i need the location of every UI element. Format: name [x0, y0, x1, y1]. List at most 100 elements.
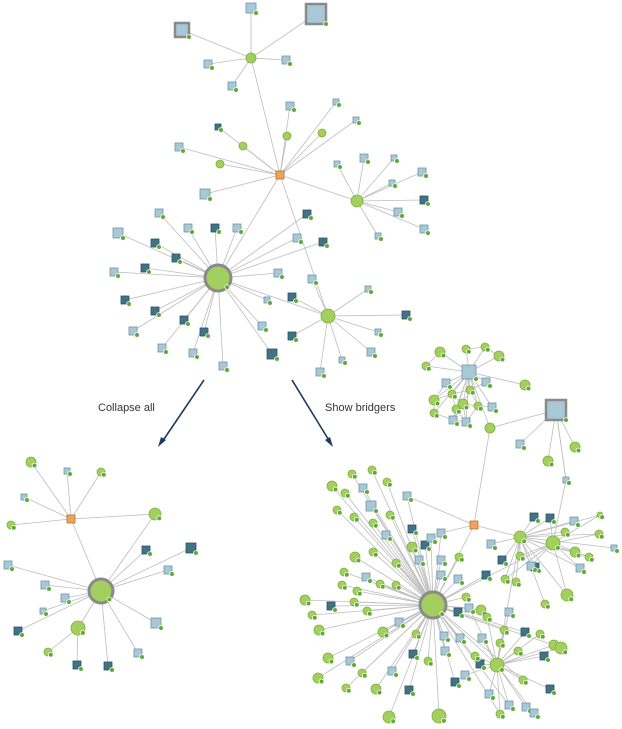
node-square[interactable] [103, 661, 113, 671]
node-square[interactable] [440, 646, 450, 656]
node-square[interactable] [40, 580, 50, 590]
node-square[interactable] [266, 348, 278, 360]
node-square[interactable] [109, 267, 119, 277]
node-square[interactable] [515, 439, 525, 449]
node-square[interactable] [141, 545, 151, 555]
node-square[interactable] [486, 539, 496, 549]
node-square[interactable] [112, 227, 124, 239]
node-circle[interactable] [484, 422, 496, 434]
node-square[interactable] [388, 179, 396, 187]
node-square[interactable] [404, 685, 414, 695]
node-square[interactable] [263, 296, 271, 304]
node-square[interactable] [426, 533, 436, 543]
node-square[interactable] [173, 21, 191, 39]
node-circle[interactable] [215, 159, 225, 169]
node-square[interactable] [504, 700, 514, 710]
node-square[interactable] [562, 476, 570, 484]
node-square[interactable] [154, 208, 164, 218]
node-square[interactable] [285, 101, 295, 111]
node-square[interactable] [72, 660, 82, 670]
node-square[interactable] [455, 633, 465, 643]
node-square[interactable] [477, 633, 487, 643]
node-square[interactable] [307, 274, 317, 284]
arrow-collapse-head[interactable] [158, 437, 166, 447]
node-square[interactable] [3, 560, 13, 570]
node-square[interactable] [381, 530, 391, 540]
node-square[interactable] [414, 555, 424, 565]
node-circle[interactable] [317, 128, 327, 138]
node-square[interactable] [361, 572, 371, 582]
node-square[interactable] [544, 398, 568, 422]
node-square[interactable] [374, 328, 382, 336]
node-square[interactable] [417, 167, 427, 177]
node-circle[interactable] [350, 194, 364, 208]
node-square[interactable] [218, 361, 228, 371]
node-square[interactable] [203, 59, 213, 69]
node-square[interactable] [245, 2, 257, 14]
node-square[interactable] [338, 356, 346, 364]
node-square[interactable] [545, 684, 555, 694]
node-square[interactable] [359, 153, 369, 163]
node-circle[interactable] [245, 52, 257, 64]
node-square[interactable] [281, 55, 291, 65]
collapse-all-label[interactable]: Collapse all [98, 402, 155, 414]
node-square[interactable] [610, 544, 618, 552]
node-square[interactable] [390, 154, 398, 162]
node-square[interactable] [257, 321, 267, 331]
node-square[interactable] [419, 224, 429, 234]
node-square[interactable] [374, 232, 382, 240]
node-square[interactable] [569, 516, 579, 526]
node-square[interactable] [529, 512, 539, 522]
node-square[interactable] [174, 142, 184, 152]
node-square[interactable] [163, 565, 173, 575]
node-square[interactable] [120, 295, 130, 305]
arrow-bridgers[interactable] [291, 379, 331, 443]
node-square[interactable] [199, 327, 209, 337]
node-square[interactable] [407, 524, 417, 534]
node-square[interactable] [140, 263, 150, 273]
node-square[interactable] [318, 237, 328, 247]
node-square[interactable] [436, 555, 446, 565]
node-square[interactable] [366, 347, 376, 357]
node-square[interactable] [419, 195, 429, 205]
node-square[interactable] [529, 708, 539, 718]
node-square[interactable] [402, 491, 412, 501]
node-circle[interactable] [282, 131, 292, 141]
node-square[interactable] [150, 617, 162, 629]
node-square[interactable] [461, 417, 471, 427]
node-square[interactable] [13, 626, 23, 636]
node-circle[interactable] [203, 263, 233, 293]
node-circle[interactable] [320, 308, 336, 324]
node-square[interactable] [394, 617, 404, 627]
node-circle[interactable] [87, 577, 115, 605]
node-square[interactable] [481, 570, 491, 580]
node-square[interactable] [232, 223, 242, 233]
node-square[interactable] [450, 677, 460, 687]
node-square[interactable] [487, 402, 497, 412]
node-square[interactable] [157, 343, 167, 353]
node-square[interactable] [461, 364, 477, 380]
node-square[interactable] [210, 223, 220, 233]
node-square[interactable] [436, 528, 446, 538]
node-bridge-square[interactable] [469, 520, 479, 530]
node-square[interactable] [179, 315, 189, 325]
node-circle[interactable] [418, 590, 448, 620]
node-square[interactable] [60, 593, 70, 603]
node-square[interactable] [539, 651, 549, 661]
node-square[interactable] [408, 649, 418, 659]
node-bridge-square[interactable] [66, 514, 76, 524]
node-square[interactable] [365, 500, 377, 512]
show-bridgers-label[interactable]: Show bridgers [325, 402, 396, 414]
node-square[interactable] [133, 648, 143, 658]
node-square[interactable] [292, 233, 302, 243]
node-square[interactable] [188, 348, 198, 358]
node-square[interactable] [214, 123, 222, 131]
node-square[interactable] [150, 238, 160, 248]
node-square[interactable] [575, 563, 585, 573]
node-square[interactable] [304, 2, 328, 26]
node-square[interactable] [481, 377, 491, 387]
node-square[interactable] [439, 631, 449, 641]
node-square[interactable] [453, 607, 463, 617]
node-square[interactable] [332, 98, 340, 106]
arrow-bridgers-head[interactable] [325, 437, 333, 447]
